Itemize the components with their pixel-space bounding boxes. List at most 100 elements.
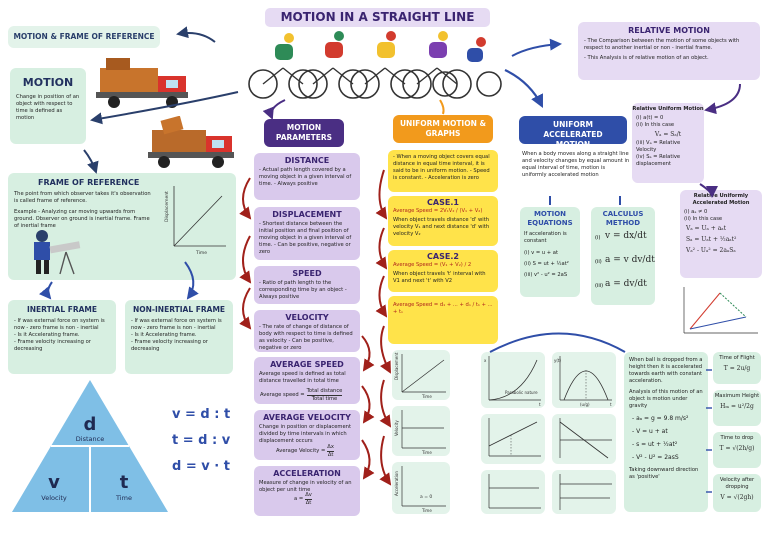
free-fall-text-2: Analysis of this motion of an object is … — [629, 389, 703, 409]
acceleration-box: ACCELERATION Measure of change in veloci… — [254, 466, 360, 516]
time-to-drop-box: Time to drop T = √(2h/g) — [713, 432, 761, 468]
formula-3: d = v · t — [172, 459, 230, 474]
avg-velocity-den: Δt — [327, 452, 334, 458]
displacement-time-graph: Displacement Time — [392, 350, 450, 400]
motion-frame-title-box: MOTION & FRAME OF REFERENCE — [8, 26, 160, 48]
motion-frame-title: MOTION & FRAME OF REFERENCE — [13, 32, 155, 41]
uam-header: UNIFORM ACCELERATED MOTION — [519, 116, 627, 144]
peak-mark: (u/g) — [580, 402, 590, 407]
uam-title: UNIFORM ACCELERATED MOTION — [543, 120, 603, 144]
time-of-flight-box: Time of Flight T = 2u/g — [713, 352, 761, 384]
constant-graph-1 — [481, 470, 545, 514]
acceleration-formula-label: a = — [294, 496, 304, 502]
inertial-frame-box: INERTIAL FRAME - If was external force o… — [8, 300, 116, 374]
time-to-drop-formula: T = √(2h/g) — [719, 445, 755, 452]
motion-eq-2: (ii) S = ut + ½at² — [524, 261, 569, 267]
average-velocity-title: AVERAGE VELOCITY — [263, 413, 351, 422]
non-inertial-title: NON-INERTIAL FRAME — [132, 305, 226, 314]
parabolic-y: x — [484, 358, 487, 363]
relative-motion-text-1: - The Comparison between the motion of s… — [584, 38, 740, 51]
uam-text: When a body moves along a straight line … — [522, 151, 630, 178]
avg-speed-formula-label: Average speed = — [260, 392, 305, 398]
triangle-t: t — [120, 472, 129, 493]
distance-title: DISTANCE — [284, 156, 330, 165]
frame-graph-xlabel: Time — [195, 250, 207, 256]
at-ylabel: Acceleration — [394, 471, 399, 496]
case3-box: Average Speed = d₁ + ... + dₙ / t₁ + ...… — [388, 296, 498, 344]
calc-eq2-idx: (ii) — [595, 259, 602, 265]
triangle-v: v — [48, 472, 60, 493]
peak-x: t — [610, 402, 612, 407]
rel-accel-f2: Sₐ = Uₐt + ½aₐt² — [686, 236, 737, 243]
maximum-height-box: Maximum Height Hₘ = u²/2g — [713, 390, 761, 426]
rel-uniform-formula: Vₐ = Sₐ/t — [654, 131, 682, 138]
calc-eq1-idx: (i) — [595, 235, 601, 241]
linear-graph-1 — [481, 414, 545, 464]
motion-eq-1: (i) v = u + at — [524, 250, 558, 256]
calculus-title: CALCULUS METHOD — [602, 210, 644, 227]
maximum-height-formula: Hₘ = u²/2g — [720, 403, 754, 410]
free-fall-item-4: - V² - U² = 2asS — [632, 454, 679, 461]
case2-text: When object travels 't' interval with V1… — [393, 271, 486, 284]
acceleration-den: Δt — [305, 500, 312, 506]
inertial-title: INERTIAL FRAME — [26, 305, 98, 314]
avg-velocity-num: Δx — [327, 444, 334, 452]
relative-motion-box: RELATIVE MOTION - The Comparison between… — [578, 22, 760, 80]
speed-title: SPEED — [292, 269, 322, 278]
case2-box: CASE.2 Average Speed = (V₁ + V₂) / 2 Whe… — [388, 250, 498, 292]
main-title: MOTION IN A STRAIGHT LINE — [280, 10, 475, 24]
frame-text-2: Example - Analyzing car moving upwards f… — [14, 209, 150, 229]
motion-equations-box: MOTION EQUATIONS If acceleration is cons… — [520, 207, 580, 297]
case1-box: CASE.1 Average Speed = 2V₁V₂ / (V₁ + V₂)… — [388, 196, 498, 246]
dvt-triangle: d Distance v Velocity t Time — [12, 380, 168, 512]
rel-uniform-iii: (iii) Vₐ = Relative Velocity — [636, 140, 681, 153]
main-title-box: MOTION IN A STRAIGHT LINE — [265, 8, 490, 27]
average-velocity-formula: Average Velocity = Δx Δt — [276, 444, 334, 459]
case1-text: When object travels distance 'd' with ve… — [393, 217, 490, 237]
acceleration-text: Measure of change in velocity of an obje… — [259, 480, 352, 493]
frame-title: FRAME OF REFERENCE — [38, 178, 140, 187]
constant-graph-2 — [552, 470, 616, 514]
average-velocity-text: Change in position or displacement divid… — [259, 424, 351, 444]
acceleration-title: ACCELERATION — [273, 469, 341, 478]
rel-uniform-i: (i) a(t) = 0 — [636, 115, 664, 121]
free-fall-text-3: Taking downward direction as 'positive' — [629, 467, 699, 480]
free-fall-box: When ball is dropped from a height then … — [624, 352, 708, 512]
motion-text: Change in position of an object with res… — [16, 94, 80, 121]
rel-accel-title: Relative Uniformly Accelerated Motion — [692, 193, 750, 206]
non-inertial-item-1: - If was external force on system is now… — [131, 318, 222, 331]
case1-title: CASE.1 — [427, 198, 459, 207]
acceleration-time-graph: Acceleration Time a = 0 — [392, 462, 450, 514]
rel-accel-f1: Vₐ = Uₐ + aₐt — [686, 225, 727, 232]
acceleration-num: Δv — [305, 492, 312, 500]
vt-xlabel: Time — [421, 450, 432, 455]
case2-formula: Average Speed = (V₁ + V₂) / 2 — [393, 262, 472, 268]
avg-speed-num: Total distance — [306, 388, 343, 396]
avg-velocity-formula-label: Average Velocity = — [276, 448, 326, 454]
inertial-item-3: - Frame velocity increasing or decreasin… — [14, 339, 91, 352]
motion-eq-3: (iii) v² - u² = 2aS — [524, 272, 568, 278]
parabolic-x: t — [539, 402, 541, 407]
dt-ylabel: Displacement — [394, 352, 399, 380]
average-speed-box: AVERAGE SPEED Average speed is defined a… — [254, 357, 360, 404]
average-velocity-box: AVERAGE VELOCITY Change in position or d… — [254, 410, 360, 460]
relative-motion-text-2: - This Analysis is of relative motion of… — [584, 55, 709, 61]
dt-xlabel: Time — [421, 394, 432, 399]
calc-eq3-idx: (iii) — [595, 283, 604, 289]
displacement-box: DISPLACEMENT - Shortest distance between… — [254, 207, 360, 260]
truck-illustration — [96, 58, 188, 108]
velocity-time-graph: Velocity Time — [392, 406, 450, 456]
at-xlabel: Time — [421, 508, 432, 513]
vt-ylabel: Velocity — [394, 420, 399, 436]
inertial-item-2: - Is it Accelerating frame. — [14, 332, 80, 338]
cyclists-illustration — [248, 31, 502, 99]
rel-accel-i: (i) aₐ ≠ 0 — [684, 209, 708, 215]
frame-text-1: The point from which observer takes it's… — [14, 191, 151, 204]
velocity-after-dropping-formula: V = √(2gh) — [720, 494, 754, 501]
formula-list: v = d : t t = d : v d = v · t — [172, 402, 252, 480]
motion-box: MOTION Change in position of an object w… — [10, 68, 86, 144]
motion-parameters-title: MOTION PARAMETERS — [275, 123, 333, 142]
rel-uniform-title: Relative Uniform Motion — [632, 106, 704, 112]
inertial-item-1: - If was external force on system is now… — [14, 318, 105, 331]
calc-eq3: a = dv/dt — [605, 279, 647, 289]
